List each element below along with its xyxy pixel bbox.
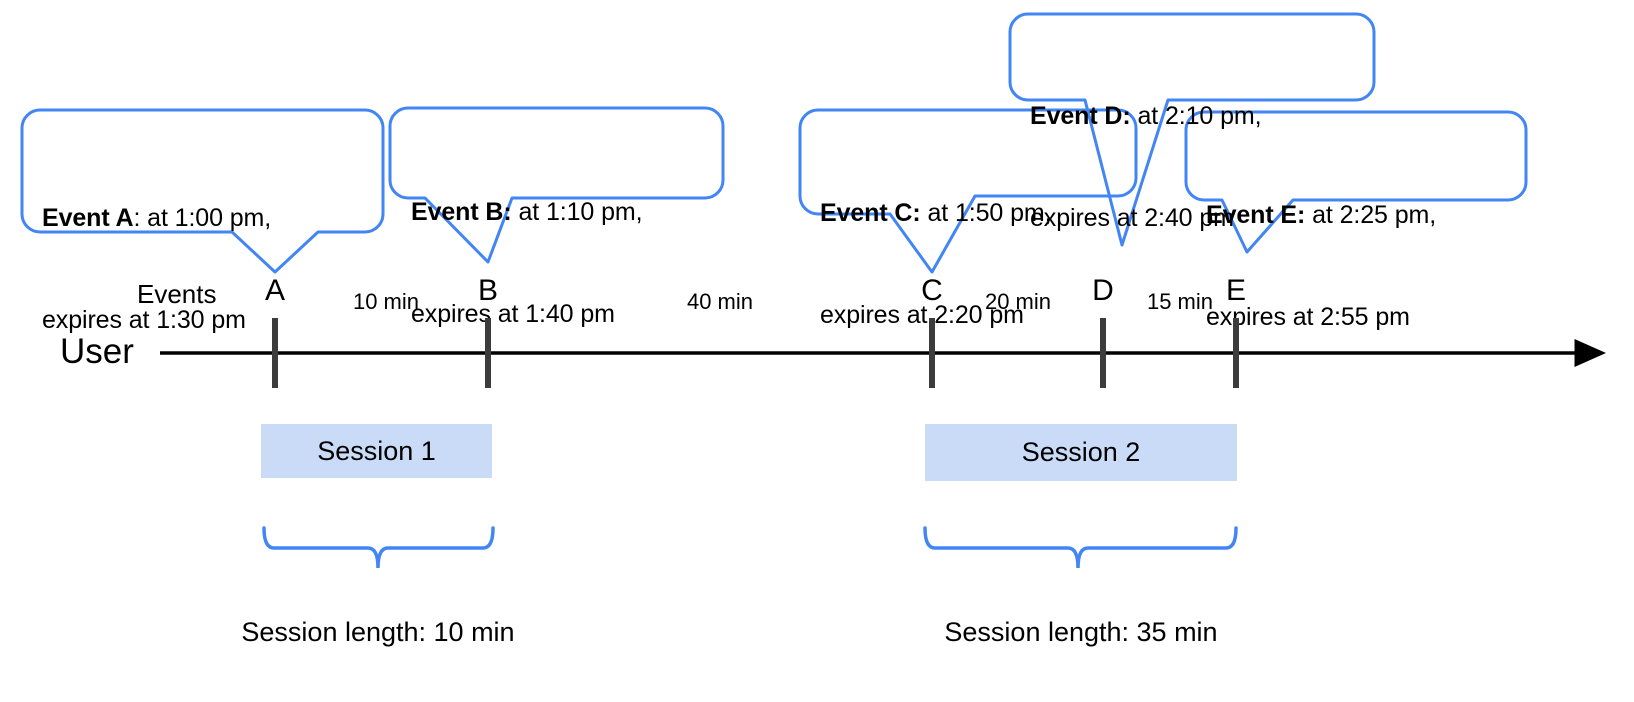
- session-length-2: Session length: 35 min: [944, 617, 1218, 647]
- marker-letter-d: D: [1092, 274, 1114, 307]
- session-box-2-label: Session 2: [1021, 437, 1141, 467]
- callout-c-event-name: Event C:: [820, 199, 921, 227]
- callout-a-event-name: Event A: [42, 204, 134, 232]
- callout-c-line1: at 1:50 pm,: [927, 199, 1052, 227]
- callout-d-event-name: Event D:: [1030, 102, 1131, 130]
- callout-a-line1: at 1:00 pm,: [147, 204, 272, 232]
- axis-label-user: User: [60, 332, 134, 371]
- marker-letter-b: B: [477, 274, 498, 307]
- callout-a-separator: :: [133, 204, 148, 232]
- callout-a-line2: expires at 1:30 pm: [42, 306, 246, 334]
- callout-text-c: Event C: at 1:50 pm, expires at 2:20 pm: [820, 128, 1150, 400]
- marker-letter-a: A: [264, 274, 285, 307]
- callout-b-event-name: Event B:: [411, 198, 512, 226]
- callout-text-d: Event D: at 2:10 pm, expires at 2:40 pm: [1030, 31, 1370, 303]
- callout-b-line2: expires at 1:40 pm: [411, 300, 615, 328]
- marker-letter-c: C: [921, 274, 943, 307]
- callout-d-line1: at 2:10 pm,: [1137, 102, 1262, 130]
- callout-text-e: Event E: at 2:25 pm, expires at 2:55 pm: [1206, 130, 1536, 402]
- callout-b-line1: at 1:10 pm,: [518, 198, 643, 226]
- axis-label-events: Events: [137, 279, 217, 309]
- gap-label-d-e: 15 min: [1146, 289, 1214, 314]
- session-length-1: Session length: 10 min: [241, 617, 515, 647]
- brace-session-2: [923, 526, 1238, 569]
- session-box-1-label: Session 1: [317, 435, 436, 466]
- callout-text-b: Event B: at 1:10 pm, expires at 1:40 pm: [411, 127, 731, 399]
- gap-label-c-d: 20 min: [984, 289, 1052, 314]
- callout-text-a: Event A: at 1:00 pm, expires at 1:30 pm: [42, 133, 382, 405]
- callout-bubble-b[interactable]: [388, 106, 725, 264]
- callout-d-line2: expires at 2:40 pm: [1030, 204, 1234, 232]
- callout-bubble-e[interactable]: [1184, 110, 1528, 254]
- callout-bubble-d[interactable]: [1008, 12, 1376, 247]
- callout-bubble-c[interactable]: [798, 108, 1138, 274]
- session-box-2[interactable]: Session 2: [925, 424, 1237, 481]
- session-box-1[interactable]: Session 1: [261, 424, 492, 478]
- callout-e-line2: expires at 2:55 pm: [1206, 303, 1410, 331]
- callout-e-event-name: Event E:: [1206, 201, 1306, 229]
- callout-bubble-a[interactable]: [20, 108, 385, 274]
- gap-label-b-c: 40 min: [686, 289, 754, 314]
- callout-e-line1: at 2:25 pm,: [1312, 201, 1437, 229]
- callout-c-line2: expires at 2:20 pm: [820, 301, 1024, 329]
- gap-label-a-b: 10 min: [352, 289, 420, 314]
- brace-session-1: [262, 526, 495, 569]
- marker-letter-e: E: [1225, 274, 1246, 307]
